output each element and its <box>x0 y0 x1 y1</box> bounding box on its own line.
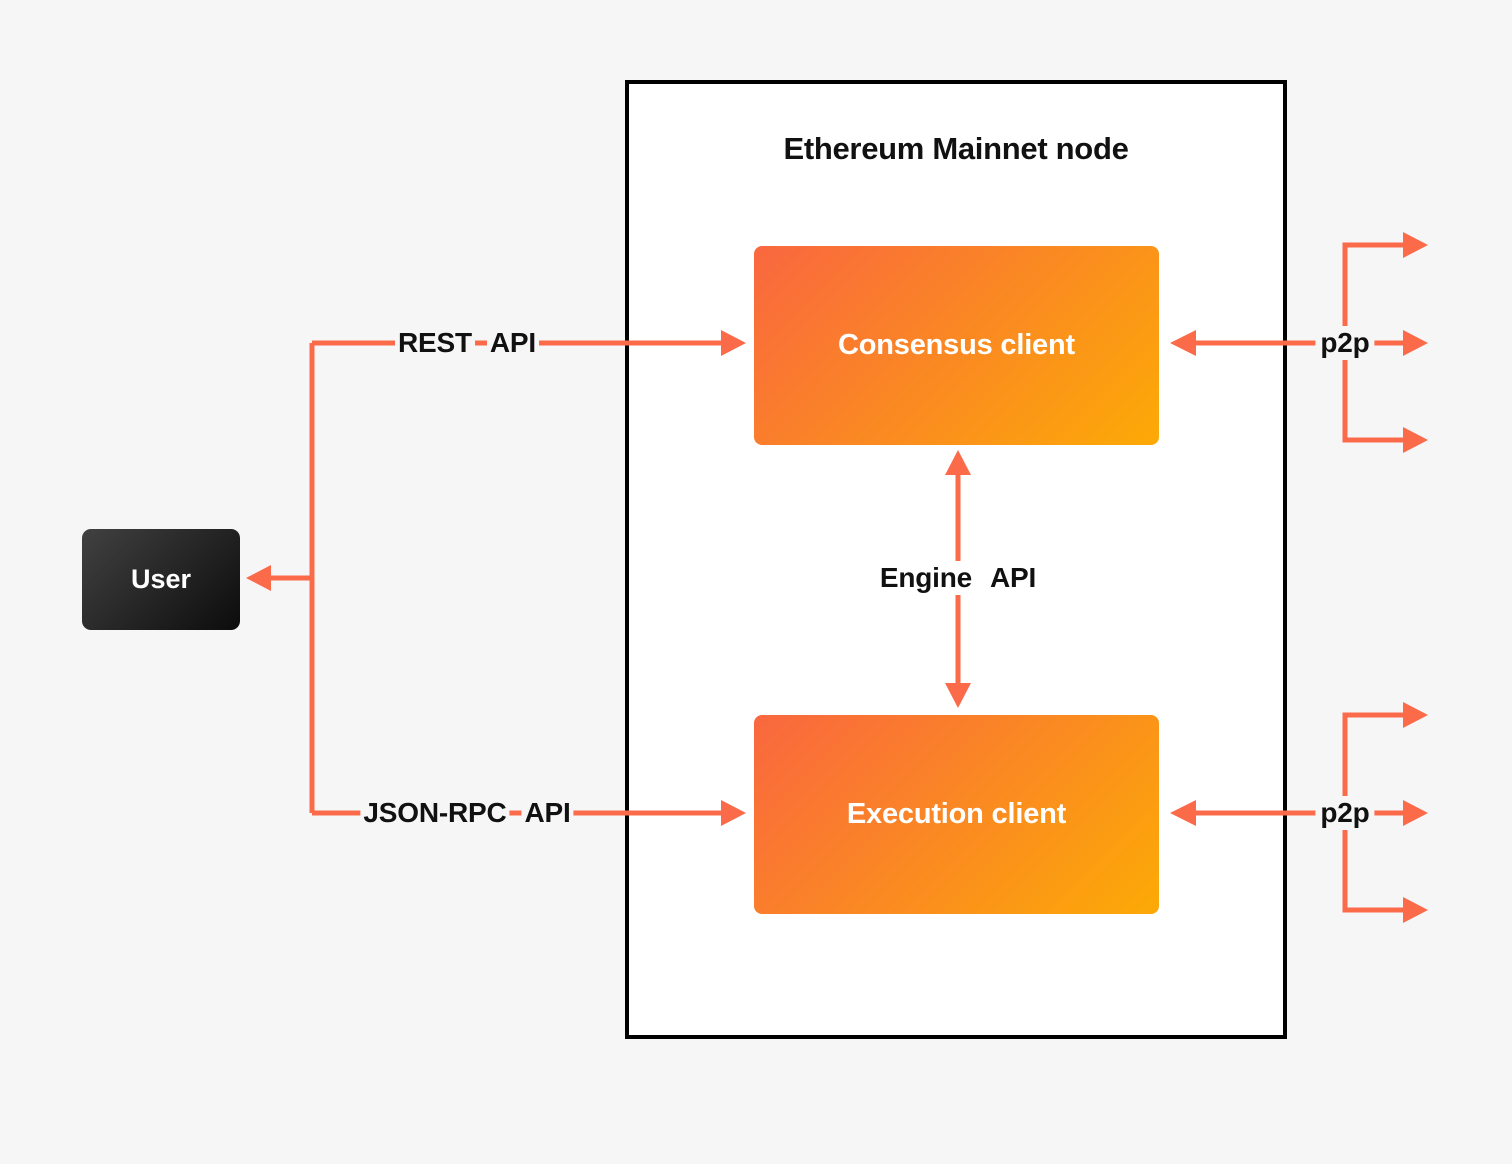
edge-label-word: API <box>987 561 1040 595</box>
consensus-client-label: Consensus client <box>838 329 1075 361</box>
execution-client-label: Execution client <box>846 798 1067 830</box>
edge-label-word: API <box>521 796 574 830</box>
edge-label-word: JSON-RPC <box>360 796 510 830</box>
engine-api-label: Engine API <box>876 561 1040 595</box>
p2p-execution-label: p2p <box>1315 796 1375 830</box>
user-arrow <box>246 565 312 591</box>
execution-client-box: Execution client <box>754 715 1159 914</box>
p2p-execution-label-text: p2p <box>1315 796 1375 830</box>
edge-label-word: API <box>486 326 539 360</box>
edge-label-word: Engine <box>876 561 976 595</box>
json-rpc-api-label: JSON-RPC API <box>360 796 574 830</box>
user-label: User <box>130 564 192 594</box>
consensus-client-box: Consensus client <box>754 246 1159 445</box>
edge-label-word: REST <box>395 326 475 360</box>
rest-api-label: REST API <box>395 326 539 360</box>
p2p-consensus-label-text: p2p <box>1315 326 1375 360</box>
p2p-consensus-label: p2p <box>1315 326 1375 360</box>
user-box: User <box>82 529 240 630</box>
node-title: Ethereum Mainnet node <box>783 131 1129 166</box>
